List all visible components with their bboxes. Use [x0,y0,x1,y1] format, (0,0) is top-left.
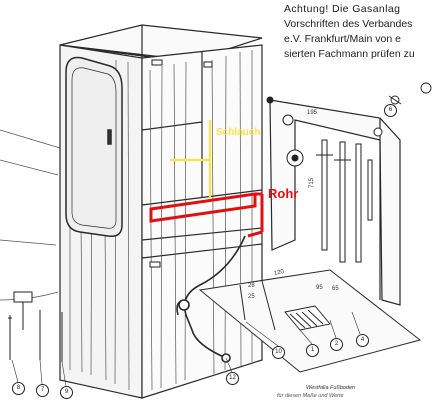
notice-line-3: e.V. Frankfurt/Main von e [284,33,401,45]
floor-vent [284,305,331,331]
callout-7: 7 [36,384,49,397]
small-parts [266,82,432,105]
callout-10: 10 [272,346,285,359]
rohr-label: Rohr [268,186,299,201]
dimension-28: 28 [248,283,255,289]
callout-9: 9 [60,386,73,399]
side-window [65,56,123,238]
gas-warning-notice: Achtung! Die Gasanlag Vorschriften des V… [284,2,439,62]
rohr-highlight [149,192,264,238]
dimension-95: 95 [316,285,323,291]
bottom-note: für diesen Maße und Werte [277,393,344,399]
notice-line-1: Achtung! Die Gasanlag [284,3,401,15]
schlauch-highlight [170,120,212,198]
gas-pipe [176,235,246,363]
dimension-715: 715 [309,177,315,188]
callout-8: 8 [12,382,25,395]
schlauch-label: Schlauch [216,127,261,138]
callout-4: 4 [356,334,369,347]
plate-slots [316,139,373,263]
dimension-195: 195 [307,110,318,116]
dimension-25: 25 [248,294,255,300]
door-handles [149,59,213,268]
callout-2: 2 [330,338,343,351]
callout-6: 6 [384,104,397,117]
callout-12: 12 [226,372,239,385]
notice-line-4: sierten Fachmann prüfen zu [284,48,415,60]
notice-line-2: Vorschriften des Verbandes [284,18,413,30]
floor-label: Westfalia Fußboden [306,385,356,391]
background-wall [0,129,61,301]
leader-lines [11,311,361,387]
dimension-65: 65 [332,286,339,292]
round-fitting [282,114,383,167]
bolts [8,291,63,362]
callout-1: 1 [306,344,319,357]
